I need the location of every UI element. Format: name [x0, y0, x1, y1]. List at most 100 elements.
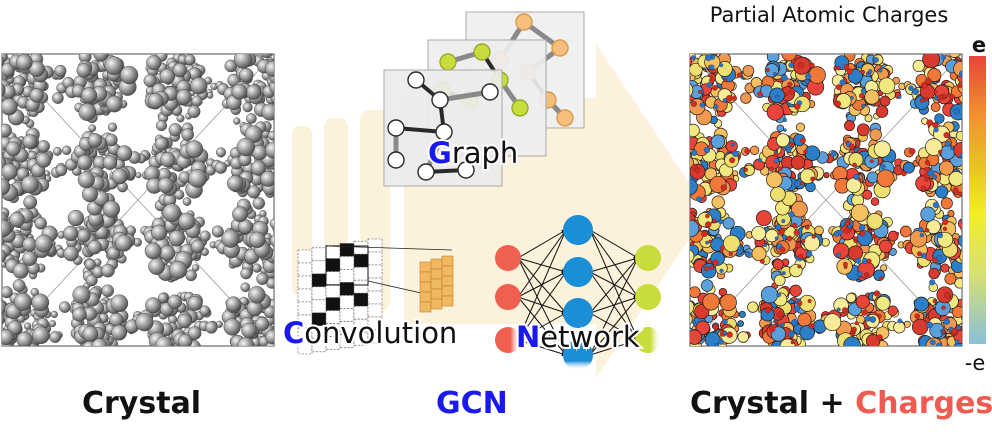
atom-small	[847, 224, 852, 229]
atom-grey	[274, 157, 287, 170]
atom-charged	[875, 105, 889, 118]
atom-grey	[160, 151, 176, 168]
conv-cell	[353, 305, 369, 320]
network-node-input	[495, 284, 521, 310]
atom-charged	[850, 203, 869, 222]
atom-grey	[67, 209, 85, 227]
atom-small	[850, 96, 854, 100]
conv-kernel	[325, 245, 369, 286]
atom-small	[866, 258, 872, 264]
atom-grey	[107, 122, 118, 132]
atom-small	[926, 119, 933, 126]
atom-grey	[78, 103, 97, 121]
atom-charged	[920, 206, 936, 222]
conv-cell	[325, 258, 341, 272]
atom-grey	[185, 269, 197, 282]
atom-small	[788, 330, 795, 338]
network-edge	[517, 257, 567, 274]
atom-charged	[710, 134, 726, 149]
atom-grey	[87, 239, 102, 255]
atom-small	[860, 88, 867, 94]
atom-grey	[260, 54, 273, 59]
atom-charged	[913, 296, 929, 312]
atom-grey	[2, 313, 5, 325]
crystal-structure-grey	[0, 53, 287, 351]
atom-grey	[176, 114, 185, 123]
atom-grey	[168, 230, 185, 247]
atom-charged	[926, 219, 941, 234]
atom-small	[778, 228, 786, 235]
atom-grey	[159, 245, 176, 261]
atom-grey	[16, 331, 33, 346]
atom-small	[701, 230, 708, 237]
atom-grey	[110, 294, 129, 313]
atom-small	[941, 55, 946, 60]
conv-cell	[311, 286, 327, 301]
caption-crystal: Crystal	[82, 386, 202, 421]
atom-charged	[742, 64, 755, 77]
conv-cell	[339, 256, 355, 270]
atom-small	[855, 257, 862, 264]
atom-grey	[206, 92, 214, 99]
atom-charged	[961, 155, 962, 157]
network-label-rest: etwork	[540, 320, 640, 354]
atom-grey	[247, 185, 261, 199]
atom-small	[805, 73, 812, 80]
graph-node	[556, 109, 574, 127]
conv-cell	[353, 292, 369, 307]
atom-small	[959, 70, 962, 78]
atom-grey	[0, 340, 1, 351]
atom-charged	[870, 197, 880, 206]
atom-charged	[869, 128, 882, 141]
atom-grey	[2, 163, 18, 180]
atom-grey	[187, 295, 203, 311]
atom-charged	[671, 60, 685, 74]
atom-grey	[240, 267, 252, 280]
atom-small	[774, 236, 779, 241]
atom-small	[919, 98, 925, 103]
atom-small	[914, 313, 921, 319]
atom-grey	[273, 154, 274, 157]
conv-cell	[325, 271, 341, 285]
atom-charged	[751, 246, 767, 262]
atom-small	[944, 292, 951, 299]
atom-small	[779, 246, 786, 253]
atom-charged	[843, 336, 861, 346]
atom-grey	[178, 212, 196, 230]
atom-grey	[2, 74, 3, 81]
atom-small	[957, 83, 962, 89]
conv-cell	[311, 325, 327, 340]
atom-grey	[265, 141, 274, 159]
graph-panels	[383, 11, 585, 187]
atom-grey	[21, 175, 39, 194]
atom-small	[722, 319, 728, 325]
conv-cell	[325, 310, 341, 324]
conv-cell	[297, 249, 313, 264]
atom-charged	[791, 200, 808, 218]
atom-grey	[77, 171, 95, 189]
network-node-hidden	[563, 257, 593, 287]
atom-small	[846, 68, 853, 75]
conv-cell	[367, 303, 383, 318]
atom-grey	[12, 262, 29, 279]
atom-charged	[673, 143, 689, 159]
atom-small	[775, 224, 782, 231]
atom-charged	[911, 318, 929, 336]
graph-label-rest: raph	[452, 136, 518, 170]
atom-grey	[151, 224, 168, 241]
atom-small	[793, 229, 800, 236]
conv-cell	[353, 266, 369, 281]
conv-cell	[311, 247, 327, 262]
atom-small	[794, 180, 801, 187]
convolution-label: Convolution	[283, 316, 457, 350]
atom-grey	[22, 134, 38, 149]
atom-charged	[679, 138, 687, 146]
atom-small	[808, 323, 815, 329]
atom-grey	[81, 87, 98, 104]
atom-grey	[157, 177, 174, 194]
atom-grey	[270, 249, 274, 263]
conv-cell	[339, 269, 355, 283]
atom-small	[788, 62, 794, 68]
atom-grey	[263, 305, 274, 319]
atom-charged	[925, 138, 943, 156]
